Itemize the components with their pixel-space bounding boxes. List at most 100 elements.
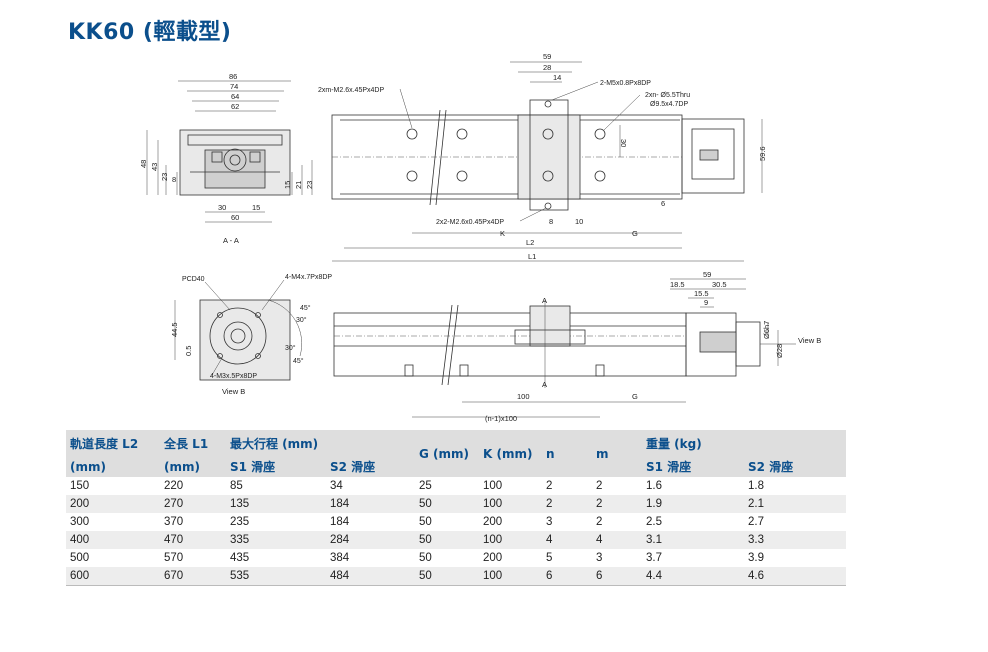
note-m5-holes: 2-M5x0.8Px8DP [600,80,651,87]
top-dim-59: 59 [543,52,551,61]
cell-s1: 335 [226,531,326,549]
side-dim-100: 100 [517,392,530,401]
cell-n: 5 [546,552,553,564]
cell-w1: 1.6 [646,480,662,492]
top-plan-view: 59 28 14 30 6 8 10 59.6 K G L2 L1 2xm-M2… [318,52,767,262]
dim-23b: 23 [305,181,314,189]
top-dim-10: 10 [575,217,583,226]
side-dim-15-5: 15.5 [694,289,709,298]
table-row: 150 220 85 34 25 100 2 2 1.6 1.8 [66,477,846,495]
dim-44-5: 44.5 [170,322,179,337]
cell-l1: 570 [164,552,184,564]
top-dim-28: 28 [543,63,551,72]
cell-w2: 4.6 [744,567,846,586]
dim-43: 43 [150,163,159,171]
cell-l1: 470 [160,531,226,549]
dim-23a: 23 [160,173,169,181]
dim-86: 86 [229,72,237,81]
dim-74: 74 [230,82,238,91]
side-dim-g: G [632,392,638,401]
cell-g: 50 [415,531,479,549]
cell-g: 25 [419,480,432,492]
header-l2-unit: (mm) [66,456,160,477]
note-m26-holes: 2xm-M2.6x.45Px4DP [318,87,384,94]
header-n: n [542,430,592,477]
header-m: m [592,430,642,477]
table-row: 300 370 235 184 50 200 3 2 2.5 2.7 [66,513,846,531]
view-b-ref: View B [798,336,821,345]
table-row: 600 670 535 484 50 100 6 6 4.4 4.6 [66,567,846,586]
section-a-a-view: 86 74 64 62 48 43 23 8 15 21 23 30 15 60… [139,72,314,245]
top-dim-l1: L1 [528,252,536,261]
page-title: KK60 (輕載型) [68,20,232,45]
cell-w2: 1.8 [748,480,764,492]
header-stroke: 最大行程 (mm) [226,430,415,456]
cell-n: 2 [546,480,553,492]
header-stroke-s1: S1 滑座 [226,456,326,477]
cell-k: 200 [483,552,503,564]
cell-s2: 284 [326,531,415,549]
dim-21: 21 [294,181,303,189]
dim-48: 48 [139,160,148,168]
cell-w2: 3.9 [748,552,764,564]
cell-n: 3 [546,516,553,528]
table-row: 400 470 335 284 50 100 4 4 3.1 3.3 [66,531,846,549]
note-pcd40: PCD40 [182,276,205,283]
side-dim-6h7: Ø6h7 [762,321,771,339]
cell-l2: 150 [70,480,90,492]
cell-w1: 3.1 [642,531,744,549]
cell-w2: 2.7 [748,516,764,528]
section-a-bottom: A [542,380,547,389]
side-elevation-view: A A 59 18.5 30.5 15.5 9 Ø6h7 Ø28 View B … [333,270,821,423]
side-dim-9: 9 [704,298,708,307]
cell-g: 50 [415,567,479,586]
cell-s2: 184 [330,516,350,528]
top-dim-14: 14 [553,73,561,82]
cell-n: 2 [542,495,592,513]
top-dim-8: 8 [549,217,553,226]
cell-w1: 4.4 [642,567,744,586]
cell-n: 4 [542,531,592,549]
cell-s2: 484 [326,567,415,586]
note-m26-2x2: 2x2-M2.6x0.45Px4DP [436,219,504,226]
cell-s1: 135 [226,495,326,513]
header-l2: 軌道長度 L2 [66,430,160,456]
cell-l2: 400 [66,531,160,549]
cell-s1: 85 [230,480,243,492]
table-row: 200 270 135 184 50 100 2 2 1.9 2.1 [66,495,846,513]
cell-w1: 1.9 [642,495,744,513]
spec-table: 軌道長度 L2 全長 L1 最大行程 (mm) G (mm) K (mm) n … [66,430,846,586]
cell-m: 6 [592,567,642,586]
cell-s2: 384 [330,552,350,564]
cell-m: 2 [592,495,642,513]
top-dim-59-6: 59.6 [758,146,767,161]
cell-l2: 500 [70,552,90,564]
top-dim-k: K [500,229,505,238]
header-weight-s2: S2 滑座 [744,456,846,477]
cell-s1: 235 [230,516,250,528]
dim-30: 30 [218,203,226,212]
top-dim-l2: L2 [526,238,534,247]
angle-30b: 30° [285,344,296,352]
header-k: K (mm) [479,430,542,477]
header-weight-s1: S1 滑座 [642,456,744,477]
cell-m: 4 [592,531,642,549]
dim-8: 8 [172,175,176,184]
cell-w1: 3.7 [646,552,662,564]
top-dim-6: 6 [661,199,665,208]
dim-0-5: 0.5 [184,346,193,356]
cell-s2: 184 [326,495,415,513]
cell-w2: 2.1 [744,495,846,513]
cell-m: 3 [596,552,603,564]
cell-g: 50 [419,516,432,528]
cell-g: 50 [419,552,432,564]
section-a-top: A [542,296,547,305]
side-dim-30-5: 30.5 [712,280,727,289]
cell-m: 2 [596,480,603,492]
side-dim-n100: (n-1)x100 [485,414,517,423]
note-cbore: Ø9.5x4.7DP [650,101,688,108]
top-dim-g: G [632,229,638,238]
note-m3-holes: 4-M3x.5Px8DP [210,373,257,380]
cell-w2: 3.3 [744,531,846,549]
cell-w1: 2.5 [646,516,662,528]
